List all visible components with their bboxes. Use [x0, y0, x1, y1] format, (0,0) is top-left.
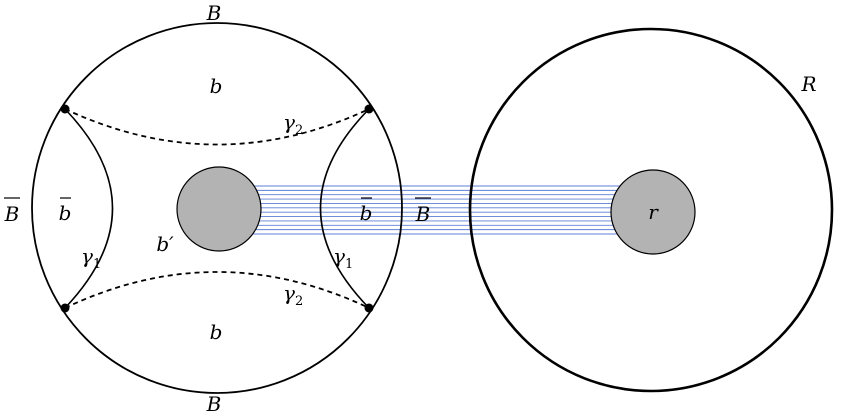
vertex-top-right [364, 104, 374, 114]
label-b-bar-left: b [59, 201, 72, 225]
label-R: R [800, 72, 816, 96]
label-B-bottom: B [206, 392, 222, 415]
vertex-top-left [60, 104, 70, 114]
b-prime-disk [176, 166, 262, 252]
vertex-bottom-left [60, 303, 70, 313]
label-B-top: B [206, 1, 222, 25]
label-b-bottom: b [210, 320, 223, 344]
gamma2-bottom-curve [64, 271, 370, 309]
left-boundary-circle [31, 22, 403, 394]
label-B-bar-mid: B [415, 202, 431, 226]
label-gamma1-left: γ1 [81, 244, 101, 272]
label-r: r [648, 200, 659, 224]
vertex-bottom-right [364, 303, 374, 313]
gamma2-top-curve [64, 108, 370, 146]
label-b-prime: b′ [156, 232, 174, 256]
label-b-top: b [210, 74, 223, 98]
label-gamma2-top: γ2 [283, 110, 303, 138]
right-boundary-circle [468, 27, 834, 393]
label-gamma2-bottom: γ2 [283, 281, 303, 309]
label-b-bar-mid: b [360, 201, 373, 225]
gamma1-left-arc [64, 108, 114, 309]
label-B-bar-left: B [4, 202, 20, 226]
gamma1-right-arc [319, 108, 370, 309]
r-disk [610, 169, 696, 255]
parallel-lines [250, 185, 622, 235]
label-gamma1-right: γ1 [333, 244, 353, 272]
